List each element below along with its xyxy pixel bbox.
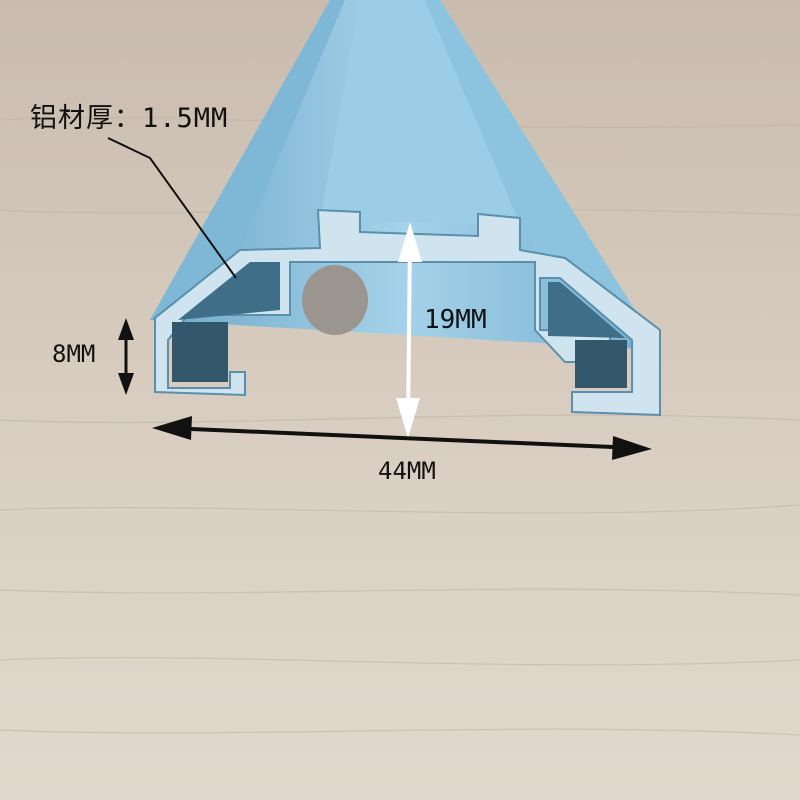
height-arrow (118, 318, 134, 395)
depth-arrow (396, 222, 422, 438)
rail-top-channel (320, 0, 520, 225)
profile-end-face (154, 208, 661, 417)
profile-right-hollow (548, 282, 625, 338)
inner-roller (302, 265, 368, 335)
width-annotation: 44MM (378, 457, 436, 485)
profile-left-hollow (178, 262, 280, 320)
rail-left-flank (150, 0, 345, 320)
thickness-annotation: 铝材厚：1.5MM (30, 103, 229, 134)
depth-annotation: 19MM (424, 305, 487, 335)
thickness-leader-line (107, 137, 237, 279)
width-arrow (152, 416, 652, 460)
profile-left-channel (172, 322, 228, 382)
profile-right-channel (575, 340, 627, 388)
height-annotation: 8MM (52, 340, 96, 368)
rail-right-flank (420, 0, 660, 350)
